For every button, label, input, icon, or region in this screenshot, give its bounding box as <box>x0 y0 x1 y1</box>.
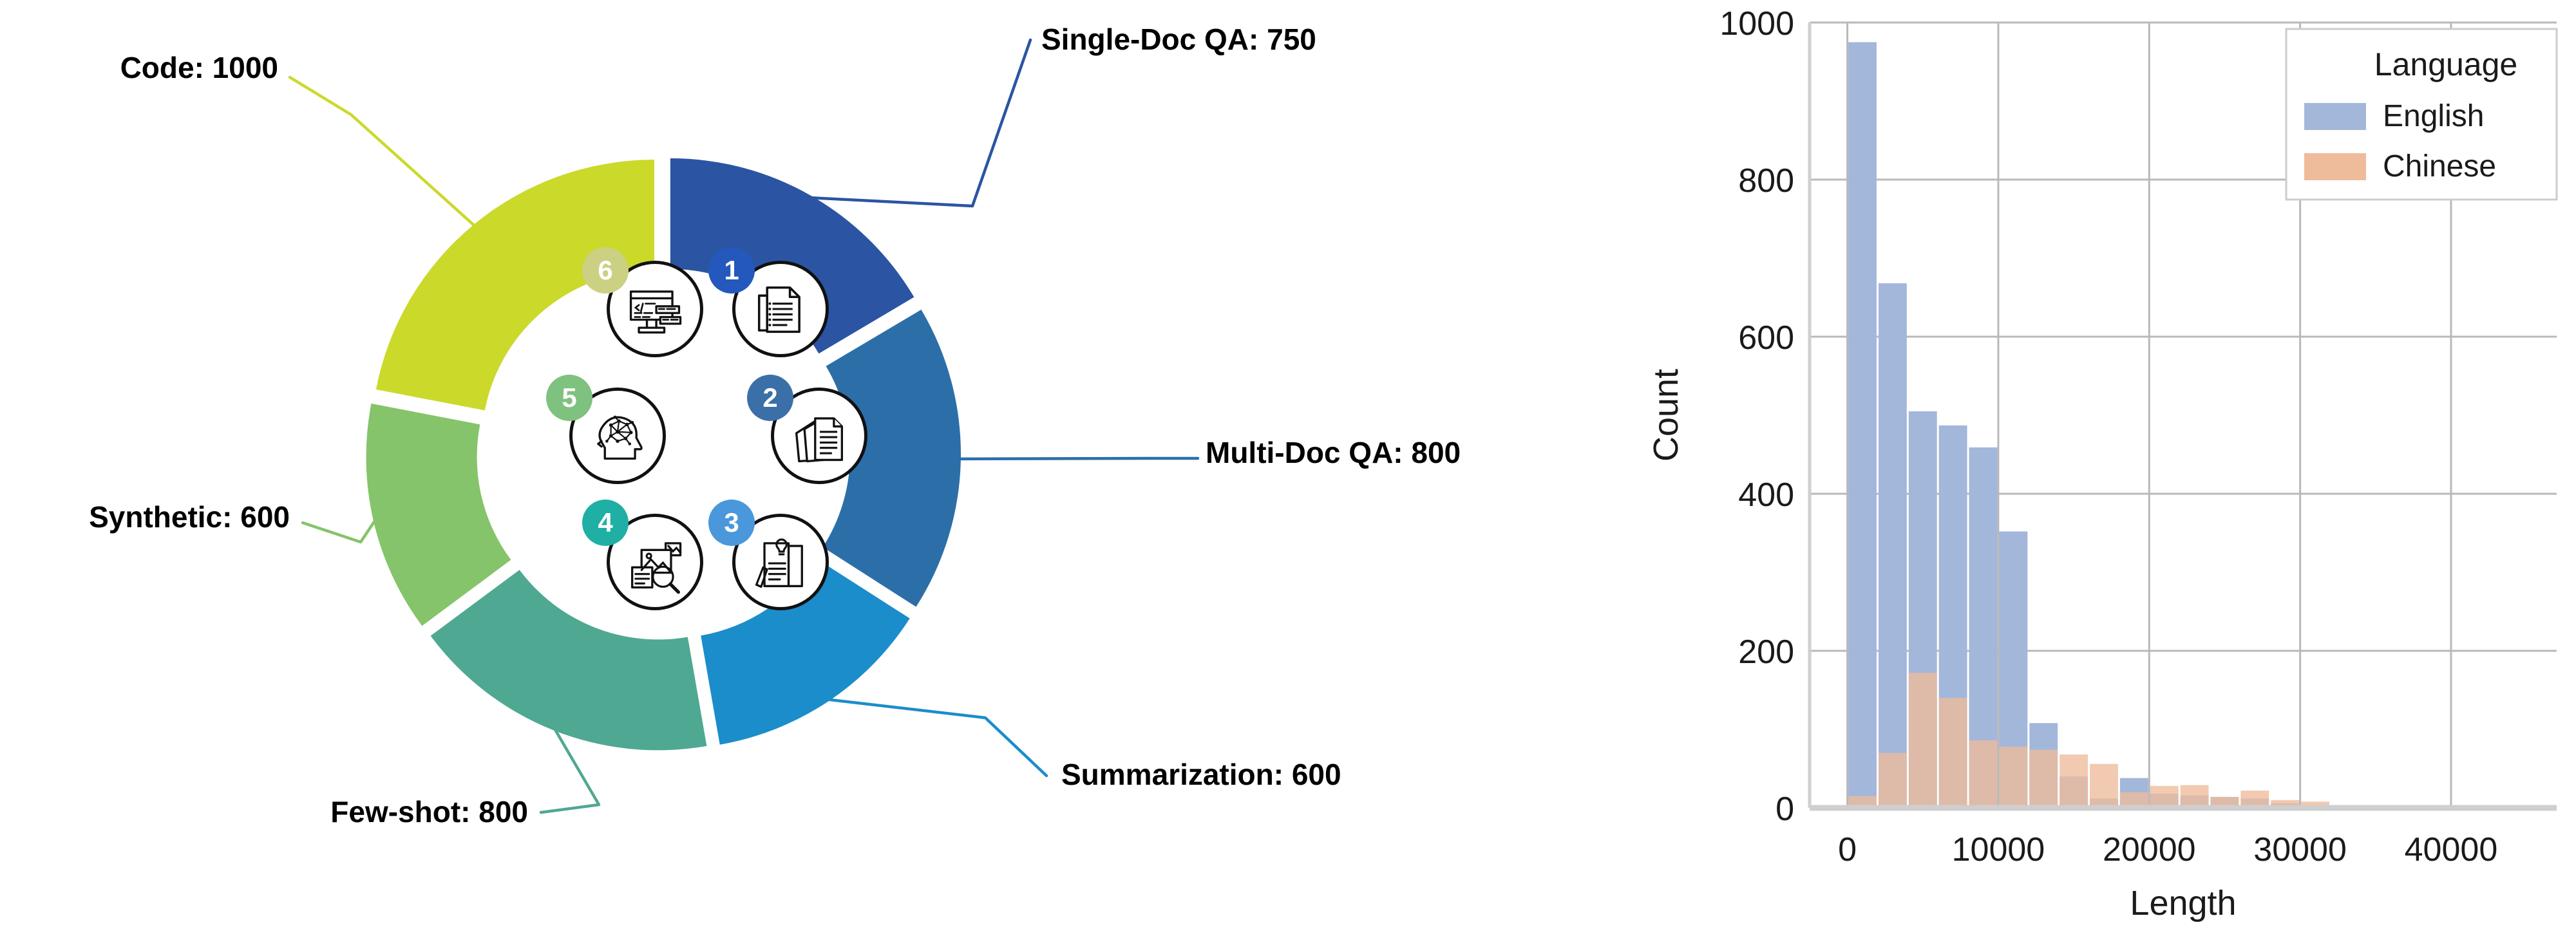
donut-slice-few-shot[interactable] <box>430 570 707 751</box>
badge-number-1: 1 <box>724 255 739 285</box>
donut-label-single-doc-qa: Single-Doc QA: 750 <box>1041 23 1316 56</box>
center-badge-5: 5 <box>546 375 592 421</box>
legend-swatch-chinese[interactable] <box>2304 153 2366 180</box>
histogram-bars <box>1848 42 2329 808</box>
document-lightbulb-icon <box>755 538 803 588</box>
histogram-bar-chinese <box>2060 754 2088 808</box>
histogram-bar-chinese <box>2301 801 2329 808</box>
legend-label-chinese[interactable]: Chinese <box>2383 149 2496 183</box>
x-tick-label: 40000 <box>2405 831 2498 868</box>
donut-label-code: Code: 1000 <box>120 51 278 84</box>
histogram-bar-chinese <box>2150 785 2179 808</box>
y-axis-title: Count <box>1647 369 1685 462</box>
histogram-bar-chinese <box>1938 698 1967 808</box>
x-axis-title: Length <box>2130 884 2236 922</box>
badge-number-2: 2 <box>762 382 778 413</box>
donut-label-few-shot: Few-shot: 800 <box>330 795 528 829</box>
leader-line-multi-doc-qa <box>956 456 1200 461</box>
leader-line-summarization <box>825 698 1048 778</box>
multiple-documents-icon <box>795 417 844 463</box>
histogram-bar-english <box>1878 283 1907 808</box>
histogram-bar-chinese <box>1848 796 1877 808</box>
leader-line-single-doc-qa <box>808 38 1032 208</box>
donut-slices <box>366 158 961 751</box>
legend-title: Language <box>2374 46 2517 82</box>
histogram-bar-chinese <box>2180 785 2209 808</box>
y-tick-label: 600 <box>1738 319 1794 357</box>
y-tick-label: 200 <box>1738 633 1794 671</box>
leader-line-code <box>288 75 477 229</box>
y-tick-label: 1000 <box>1719 5 1794 42</box>
donut-svg <box>288 38 1200 814</box>
donut-leader-lines <box>288 38 1200 814</box>
histogram-bar-chinese <box>1999 746 2028 808</box>
histogram-bar-chinese <box>2029 749 2058 808</box>
histogram-bar-chinese <box>1969 740 1998 808</box>
legend-label-english[interactable]: English <box>2383 99 2484 133</box>
center-badge-6: 6 <box>582 247 629 294</box>
center-badge-1: 1 <box>708 247 755 294</box>
single-document-icon <box>757 286 800 333</box>
histogram-bar-english <box>1848 42 1877 808</box>
brain-network-icon <box>597 415 643 460</box>
donut-label-summarization: Summarization: 600 <box>1061 758 1341 791</box>
x-tick-label: 10000 <box>1952 831 2045 868</box>
code-monitor-icon <box>629 290 682 334</box>
image-search-icon <box>630 542 682 594</box>
x-tick-label: 0 <box>1838 831 1857 868</box>
x-tick-label: 20000 <box>2103 831 2196 868</box>
donut-slice-synthetic[interactable] <box>366 403 511 626</box>
center-badge-2: 2 <box>747 375 793 421</box>
donut-slice-single-doc-qa[interactable] <box>670 158 914 354</box>
y-tick-label: 800 <box>1738 162 1794 200</box>
center-badge-3: 3 <box>708 500 755 546</box>
histogram-axes <box>1808 23 2557 811</box>
donut-label-synthetic: Synthetic: 600 <box>89 500 290 534</box>
donut-slice-summarization[interactable] <box>701 558 910 745</box>
x-tick-label: 30000 <box>2253 831 2347 868</box>
histogram-bar-chinese <box>1908 673 1937 808</box>
badge-number-4: 4 <box>598 507 613 538</box>
y-tick-label: 400 <box>1738 476 1794 514</box>
center-icon-document-lightbulb <box>732 514 829 610</box>
histogram-bar-chinese <box>2090 763 2118 808</box>
donut-chart-panel: Single-Doc QA: 750 Multi-Doc QA: 800 Sum… <box>89 23 1461 829</box>
donut-label-multi-doc-qa: Multi-Doc QA: 800 <box>1206 436 1461 469</box>
badge-number-5: 5 <box>562 382 577 413</box>
y-tick-label: 0 <box>1776 791 1794 828</box>
donut-slice-multi-doc-qa[interactable] <box>822 310 961 607</box>
center-badge-4: 4 <box>582 500 629 546</box>
leader-line-few-shot <box>539 726 601 814</box>
donut-slice-code[interactable] <box>375 160 654 411</box>
badge-number-3: 3 <box>724 507 739 538</box>
badge-number-6: 6 <box>598 255 613 285</box>
legend-swatch-english[interactable] <box>2304 103 2366 130</box>
leader-line-synthetic <box>301 518 377 544</box>
histogram-bar-chinese <box>1878 753 1907 808</box>
